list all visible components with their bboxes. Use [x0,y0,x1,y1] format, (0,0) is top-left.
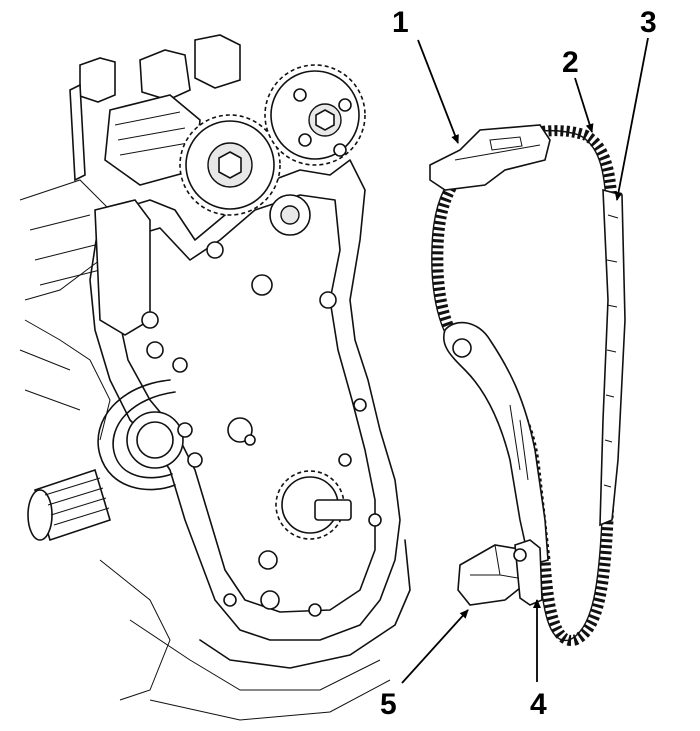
tensioner-arm [443,321,549,566]
callout-2: 2 [562,46,579,79]
engine-block [19,34,411,721]
callout-3: 3 [640,6,657,39]
leader-line-1 [417,39,459,144]
timing-chain-assembly [429,124,626,646]
callout-4: 4 [530,688,547,721]
callout-5: 5 [380,688,397,721]
upper-chain-guide [429,124,551,191]
leader-lines [401,37,649,684]
leader-line-5 [401,609,469,684]
leader-line-3 [614,37,649,201]
timing-chain [432,125,621,646]
leader-line-2 [574,77,594,133]
chain-guide-right [599,188,626,527]
callout-1: 1 [392,6,409,39]
